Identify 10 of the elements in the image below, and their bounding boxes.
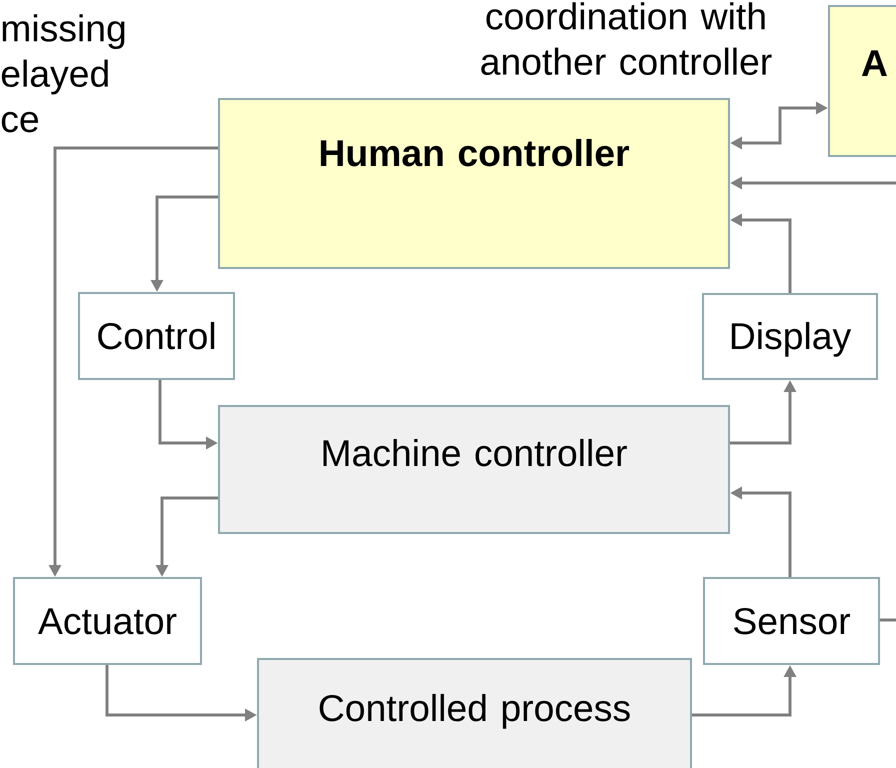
note-text: missing elayed ce	[2, 14, 124, 132]
controller-box: Human controller	[218, 98, 730, 269]
component-box: Control	[78, 292, 235, 380]
process-box: Controlled process	[257, 658, 692, 768]
note-text: coordination with another controller	[481, 2, 772, 75]
component-box: Display	[702, 293, 878, 380]
component-box: Actuator	[13, 577, 202, 665]
process-box: Machine controller	[218, 405, 730, 534]
component-box: Sensor	[703, 577, 880, 665]
controller-box: A	[828, 5, 896, 157]
